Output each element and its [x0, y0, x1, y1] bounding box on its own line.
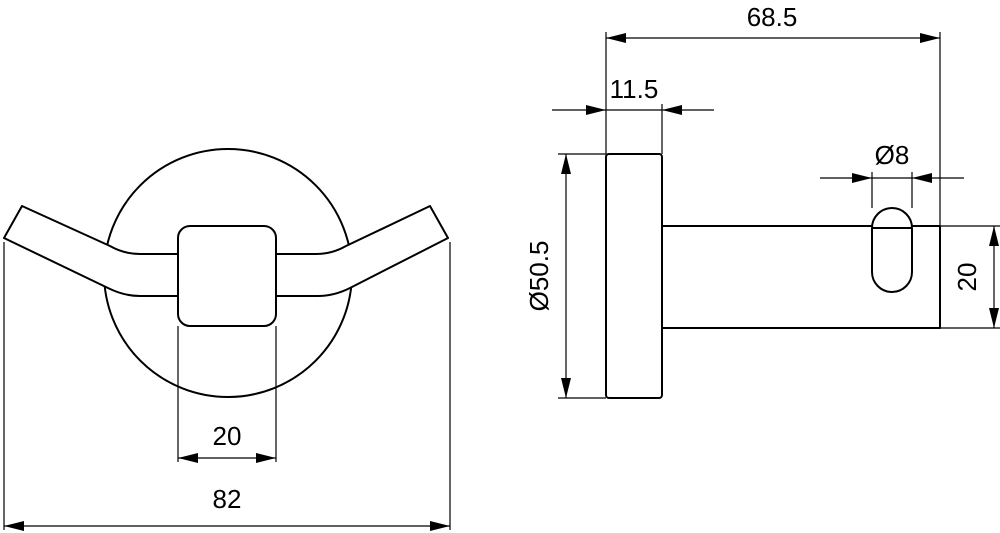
front-view: 20 82 — [3, 148, 451, 531]
dim-plate-width-label: 20 — [213, 421, 242, 451]
dim-base-depth-label: 11.5 — [610, 74, 659, 104]
dim-base-depth: 11.5 — [552, 74, 714, 115]
dim-overall-width: 82 — [4, 484, 450, 531]
side-base — [605, 153, 663, 399]
front-hook-arms — [3, 205, 449, 297]
dim-arm-height-label: 20 — [952, 263, 982, 292]
dim-base-diameter: Ø50.5 — [524, 154, 571, 398]
dim-overall-width-label: 82 — [213, 484, 242, 514]
front-center-plate — [177, 225, 277, 327]
dim-knob-diameter: Ø8 — [820, 140, 964, 183]
dim-base-diameter-label: Ø50.5 — [524, 241, 554, 312]
dim-knob-diameter-label: Ø8 — [875, 140, 910, 170]
side-view: 68.5 11.5 Ø8 Ø50.5 20 — [524, 2, 1000, 399]
side-knob — [871, 207, 913, 293]
dim-arm-height: 20 — [952, 226, 999, 328]
dim-plate-width: 20 — [178, 421, 276, 463]
dim-projection-label: 68.5 — [747, 2, 798, 32]
dim-projection: 68.5 — [606, 2, 940, 43]
